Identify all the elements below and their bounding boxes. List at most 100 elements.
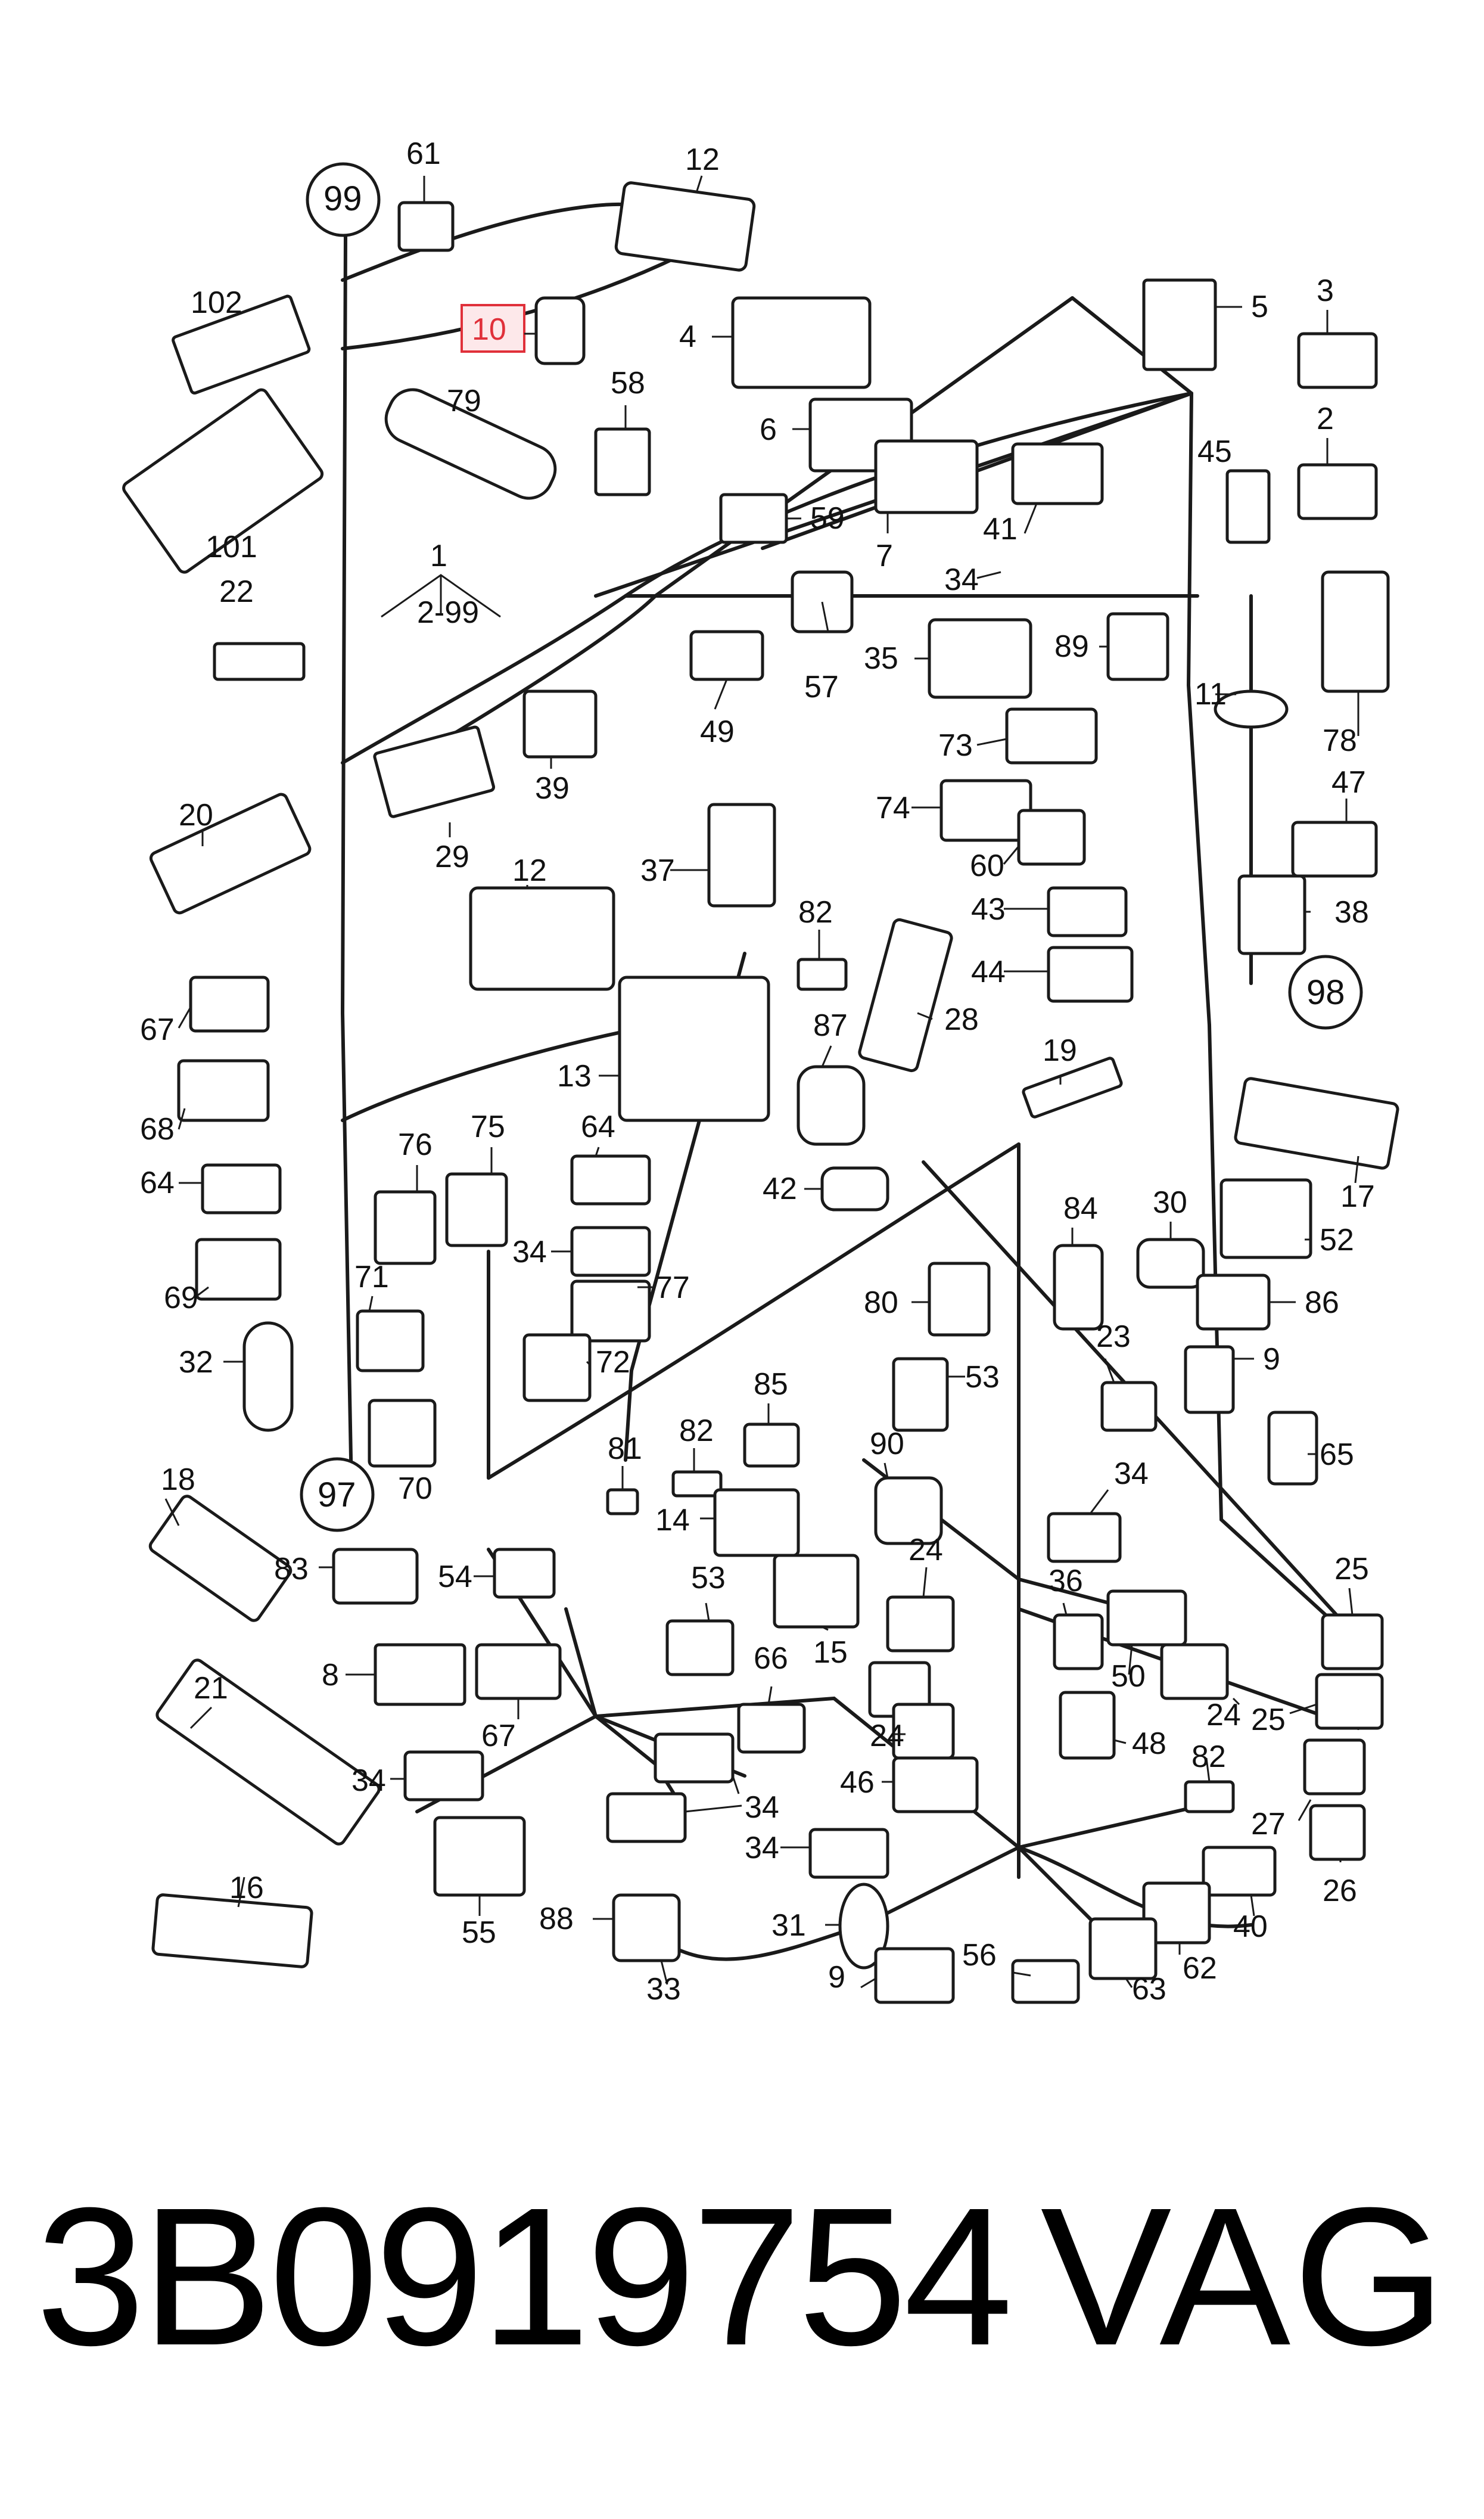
connector-55 (433, 1816, 526, 1897)
connector-81 (606, 1488, 639, 1515)
callout-54: 54 (438, 1560, 472, 1594)
connector-40 (1202, 1846, 1277, 1897)
callout-63: 63 (1132, 1972, 1166, 2006)
callout-18: 18 (161, 1462, 195, 1497)
callout-14: 14 (655, 1503, 690, 1538)
callout-67: 67 (140, 1012, 175, 1047)
callout-48: 48 (1132, 1726, 1166, 1761)
connector-3 (1297, 332, 1378, 389)
connector-30 (1136, 1238, 1205, 1289)
callout-69: 69 (164, 1281, 198, 1315)
connector-78 (1321, 570, 1390, 693)
connector-69 (195, 1238, 282, 1301)
callout-82: 82 (798, 895, 833, 930)
connector-23 (1100, 1381, 1158, 1432)
connector-34-mid (570, 1226, 651, 1277)
callout-65: 65 (1320, 1437, 1354, 1472)
callout-23: 23 (1096, 1319, 1131, 1354)
connector-34-right (1047, 1512, 1122, 1563)
connector-75 (445, 1172, 508, 1247)
part-number: 3B0919754 (36, 2166, 1013, 2386)
connector-49 (689, 630, 764, 681)
callout-52: 52 (1320, 1223, 1354, 1257)
callout-76: 76 (398, 1128, 433, 1162)
connector-50 (1106, 1589, 1187, 1647)
callout-53: 53 (965, 1360, 1000, 1394)
callout-102: 102 (191, 285, 242, 320)
connector-14 (713, 1488, 800, 1557)
connector-73 (1005, 707, 1098, 765)
caption: 3B0919754 VAG (0, 2122, 1484, 2431)
connector-56 (1011, 1959, 1080, 2004)
sensor-10 (534, 296, 586, 365)
callout-71: 71 (354, 1260, 389, 1294)
callout-53: 53 (691, 1561, 726, 1595)
callout-13: 13 (557, 1059, 592, 1094)
callout-85: 85 (754, 1367, 788, 1402)
callout-2: 2 (1317, 402, 1334, 436)
callout-24: 24 (909, 1533, 943, 1567)
callout-99: 99 (323, 179, 362, 218)
callout-33: 33 (646, 1972, 681, 2006)
callout-62: 62 (1183, 1951, 1217, 1986)
callout-73: 73 (938, 728, 973, 763)
callout-56: 56 (962, 1938, 997, 1973)
connector-85 (743, 1422, 800, 1468)
highlight-10 (461, 296, 586, 365)
connector-53-mid (892, 1357, 949, 1432)
callout-25: 25 (1334, 1552, 1369, 1586)
callout-46: 46 (840, 1765, 875, 1800)
callout-34: 34 (745, 1831, 779, 1865)
callout-64: 64 (581, 1110, 615, 1144)
callout-90: 90 (870, 1427, 904, 1461)
relay-box-13 (618, 976, 770, 1122)
callout-74: 74 (876, 791, 910, 825)
callout-17: 17 (1340, 1179, 1375, 1214)
callout-8: 8 (322, 1658, 339, 1692)
connector-45 (1225, 469, 1271, 544)
connector-61 (397, 201, 455, 252)
callout-20: 20 (179, 798, 213, 833)
connector-47 (1291, 821, 1378, 878)
callout-82: 82 (679, 1414, 714, 1448)
callout-10: 10 (472, 312, 506, 347)
connector-82-mid (671, 1470, 723, 1498)
connector-66 (737, 1703, 806, 1754)
callout-77: 77 (655, 1271, 690, 1305)
callout-57: 57 (804, 670, 839, 704)
motor-32 (242, 1321, 294, 1432)
callout-61: 61 (406, 136, 441, 171)
callout-24: 24 (1206, 1698, 1241, 1732)
callout-37: 37 (640, 853, 675, 888)
connector-64-left (201, 1163, 282, 1215)
connector-37 (707, 803, 776, 908)
connector-65 (1267, 1411, 1318, 1486)
callout-5: 5 (1251, 290, 1268, 324)
callout-49: 49 (700, 715, 735, 749)
callout-101: 101 (206, 530, 257, 564)
bracket-21 (155, 1658, 381, 1846)
callout-70: 70 (398, 1471, 433, 1506)
connector-52 (1219, 1178, 1312, 1259)
callout-98: 98 (1306, 973, 1345, 1012)
callout-30: 30 (1153, 1185, 1187, 1220)
connector-46 (892, 1756, 979, 1813)
callout-80: 80 (864, 1285, 898, 1320)
section-circles (300, 162, 1363, 1532)
callout-83: 83 (274, 1552, 309, 1586)
leader-lines (164, 175, 1359, 1989)
callout-3: 3 (1317, 274, 1334, 308)
connector-67-left (189, 976, 270, 1033)
callout-82: 82 (1191, 1740, 1226, 1774)
rail-19 (1022, 1057, 1123, 1119)
callout-25: 25 (1251, 1703, 1286, 1737)
callout-64: 64 (140, 1166, 175, 1200)
bracket-22 (213, 642, 306, 681)
callout-12: 12 (512, 853, 547, 888)
bracket-18 (148, 1495, 293, 1622)
connector-2 (1297, 463, 1378, 520)
connector-12-mid (469, 886, 615, 991)
callout-36: 36 (1049, 1564, 1083, 1598)
connector-27 (1303, 1738, 1366, 1796)
connector-62 (1142, 1881, 1211, 1945)
